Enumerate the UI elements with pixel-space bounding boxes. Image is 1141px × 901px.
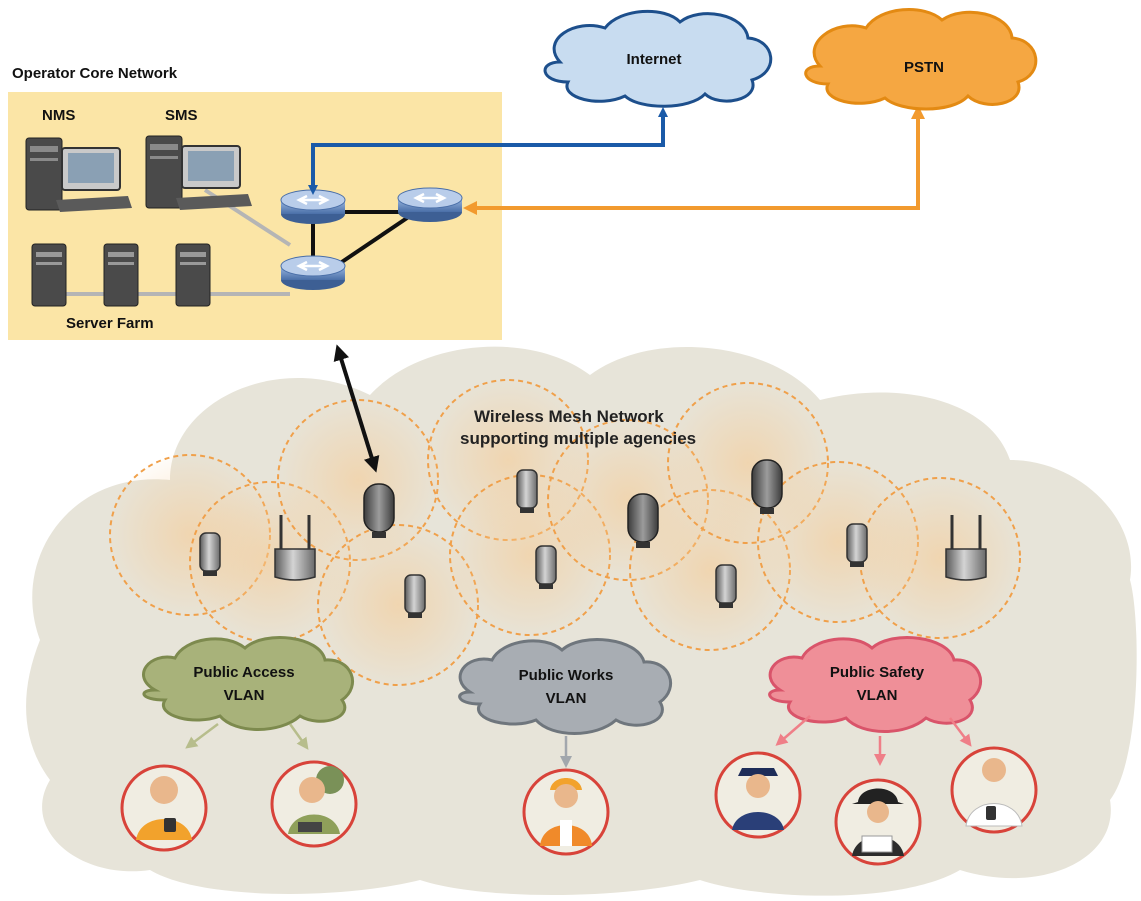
server-icon <box>175 243 211 307</box>
public-works-vlan-line1: Public Works <box>519 667 614 684</box>
public-safety-medic-avatar <box>950 746 1038 834</box>
public-access-vlan-cloud: Public Access VLAN <box>142 636 354 731</box>
public-works-vlan-line2: VLAN <box>546 690 587 707</box>
public-access-user-avatar <box>270 760 358 848</box>
pstn-label: PSTN <box>904 59 944 76</box>
antenna-access-point-icon <box>945 515 987 581</box>
mesh-title-line1: Wireless Mesh Network <box>474 407 664 426</box>
access-point-icon <box>516 469 538 513</box>
access-point-icon <box>404 574 426 618</box>
nms-workstation-icon <box>25 137 132 212</box>
public-access-user-avatar <box>120 764 208 852</box>
vlan-user-arrows <box>185 715 972 768</box>
public-works-vlan-cloud: Public Works VLAN <box>458 638 673 735</box>
public-access-vlan-line1: Public Access <box>193 664 294 681</box>
public-safety-vlan-cloud: Public Safety VLAN <box>768 636 983 733</box>
access-point-icon <box>199 532 221 576</box>
antenna-access-point-icon <box>274 515 316 581</box>
access-point-icon <box>715 564 737 608</box>
router-icon <box>397 187 463 222</box>
public-safety-police-avatar <box>714 751 802 839</box>
mesh-coverage-rings <box>109 379 1021 686</box>
pstn-cloud: PSTN <box>804 8 1038 111</box>
public-works-user-avatar <box>522 768 610 856</box>
access-point-icon <box>846 523 868 567</box>
router-icon <box>280 189 346 224</box>
sms-label: SMS <box>165 107 198 124</box>
pstn-link-arrow <box>463 105 925 215</box>
server-farm-icons <box>31 243 211 307</box>
backhaul-link-arrow <box>333 344 380 473</box>
public-access-vlan-line2: VLAN <box>224 687 265 704</box>
mesh-title-line2: supporting multiple agencies <box>460 429 696 448</box>
mesh-access-points <box>199 469 868 618</box>
sms-workstation-icon <box>145 135 252 210</box>
public-safety-vlan-line2: VLAN <box>857 687 898 704</box>
internet-cloud: Internet <box>543 9 773 108</box>
mesh-gateway-icon <box>627 493 659 548</box>
internet-label: Internet <box>626 51 681 68</box>
mesh-gateway-icon <box>751 459 783 514</box>
server-icon <box>31 243 67 307</box>
coverage-ring <box>859 477 1021 639</box>
core-network-title: Operator Core Network <box>12 65 178 82</box>
public-safety-vlan-line1: Public Safety <box>830 664 925 681</box>
router-icon <box>280 255 346 290</box>
public-safety-firefighter-avatar <box>834 778 922 866</box>
mesh-gateway-icon <box>363 483 395 538</box>
server-farm-label: Server Farm <box>66 315 154 332</box>
nms-label: NMS <box>42 107 75 124</box>
server-icon <box>103 243 139 307</box>
access-point-icon <box>535 545 557 589</box>
